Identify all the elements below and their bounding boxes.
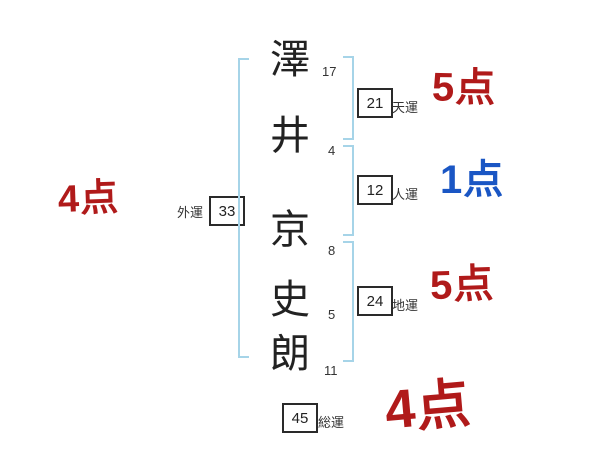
- gaiun-score: 4点: [57, 176, 120, 222]
- jinun-value: 12: [366, 181, 384, 199]
- souun-value: 45: [291, 409, 309, 427]
- chiun-score: 5点: [429, 261, 495, 309]
- tenun-score: 5点: [431, 65, 497, 111]
- stroke-count-4: 5: [328, 307, 336, 322]
- gaiun-label: 外運: [177, 205, 204, 220]
- jinun-bracket: [343, 145, 354, 236]
- gaiun-value: 33: [218, 202, 236, 220]
- stroke-count-5: 11: [324, 363, 338, 378]
- chiun-value: 24: [366, 292, 384, 310]
- souun-label: 総運: [318, 415, 345, 430]
- chiun-value-box: 24: [357, 286, 393, 316]
- stroke-count-2: 4: [328, 143, 336, 158]
- name-char-4: 史: [270, 278, 310, 322]
- jinun-label: 人運: [392, 187, 419, 202]
- tenun-value-box: 21: [357, 88, 393, 118]
- stroke-count-3: 8: [328, 243, 336, 258]
- name-char-2: 井: [270, 114, 310, 158]
- stroke-count-1: 17: [322, 64, 337, 79]
- name-char-3: 京: [270, 208, 310, 252]
- tenun-value: 21: [366, 94, 384, 112]
- gaiun-bracket: [238, 58, 249, 358]
- name-char-5: 朗: [270, 332, 310, 376]
- chiun-bracket: [343, 241, 354, 362]
- tenun-bracket: [343, 56, 354, 140]
- chiun-label: 地運: [392, 298, 419, 313]
- name-char-1: 澤: [270, 38, 310, 82]
- jinun-value-box: 12: [357, 175, 393, 205]
- tenun-label: 天運: [392, 100, 419, 115]
- jinun-score: 1点: [440, 158, 505, 202]
- souun-value-box: 45: [282, 403, 318, 433]
- souun-score: 4点: [382, 373, 474, 441]
